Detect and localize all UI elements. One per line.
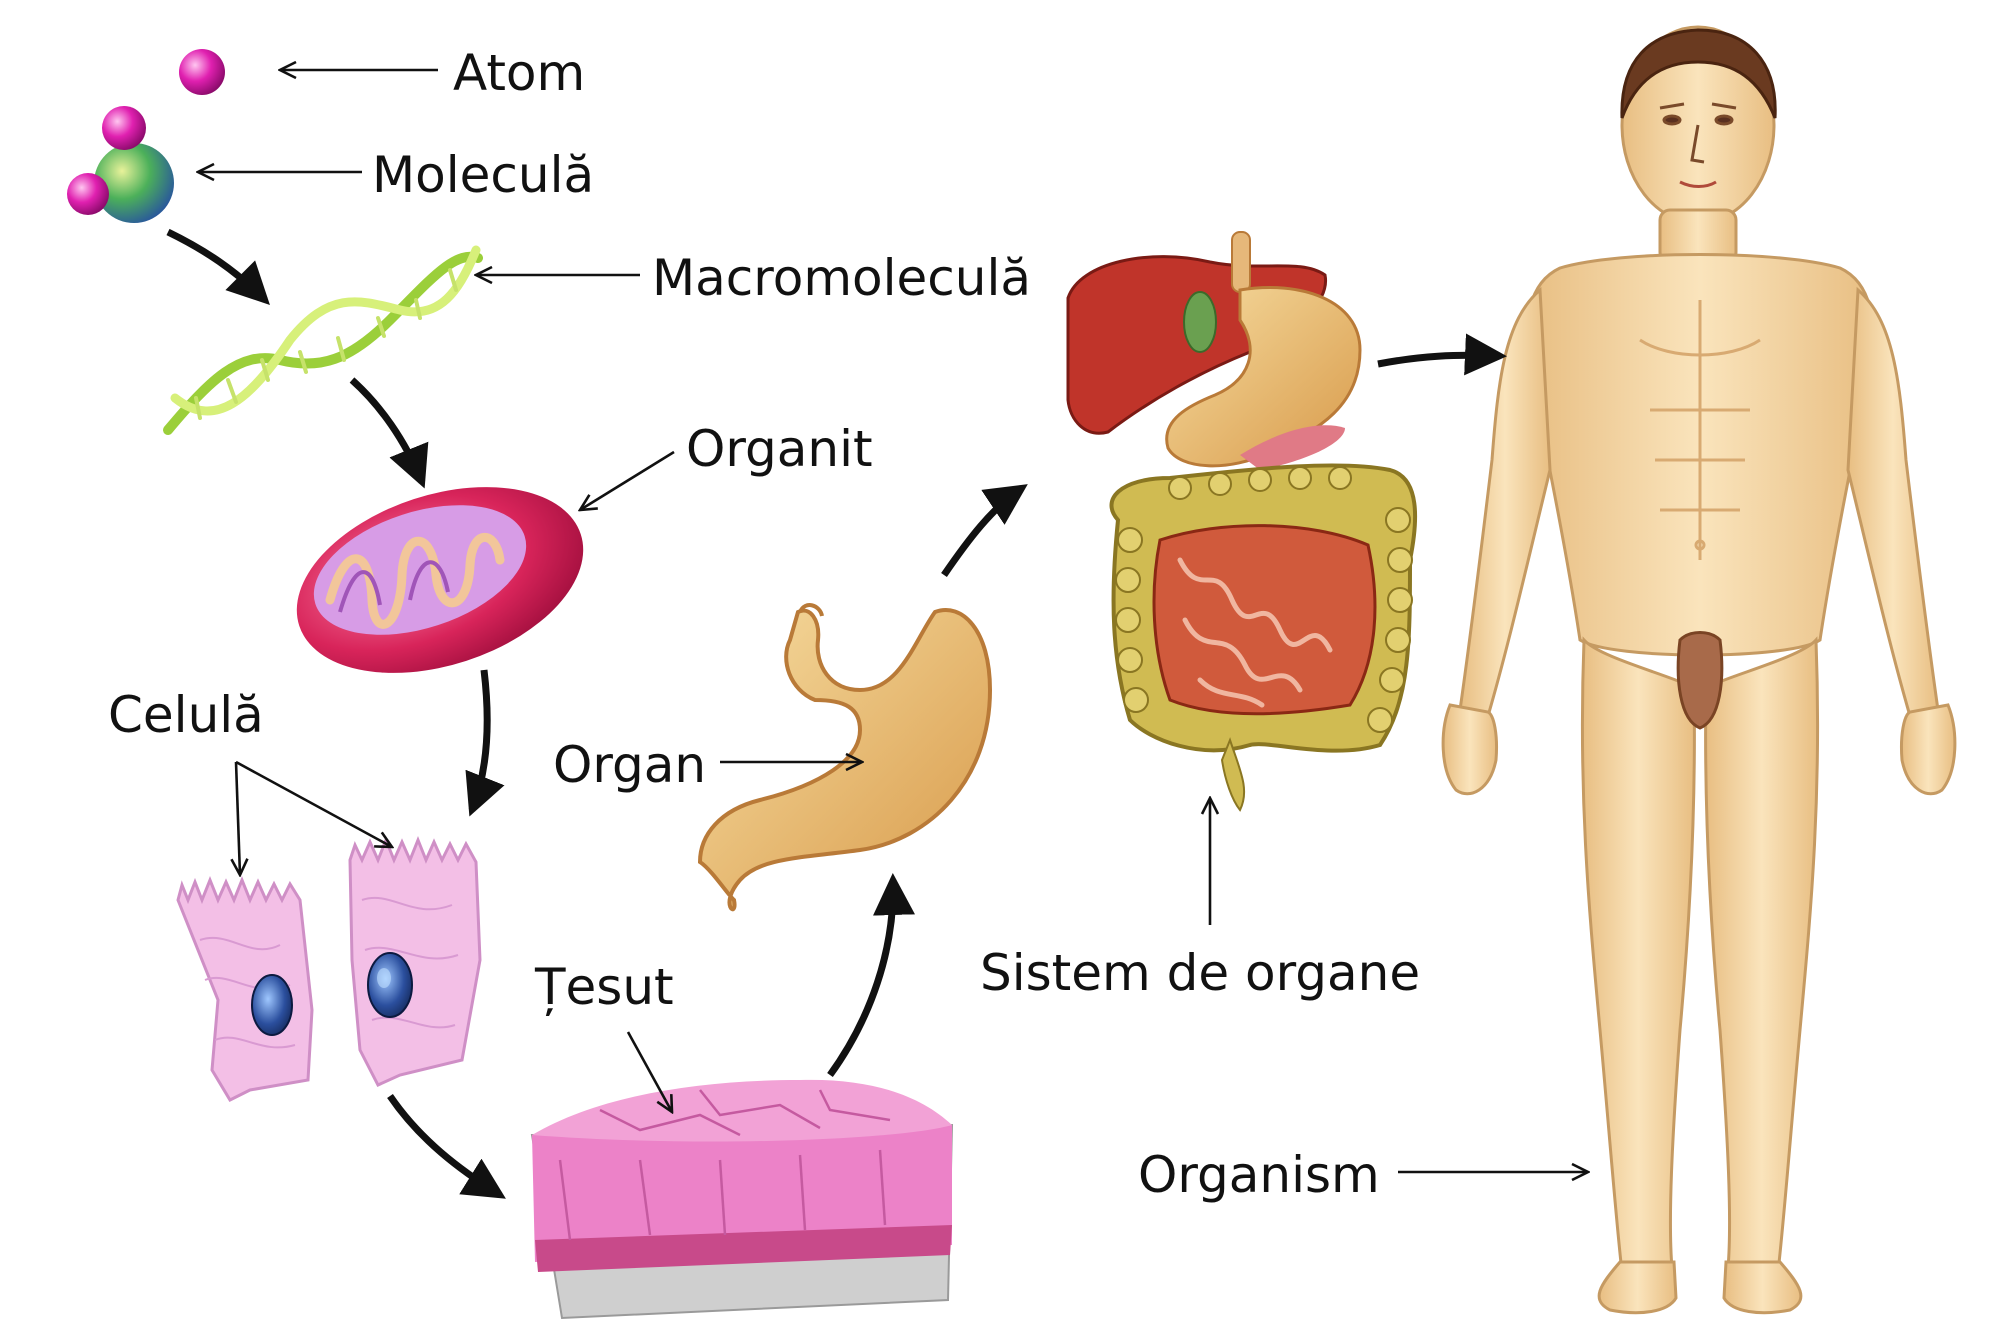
pointer-celula-left [236, 761, 240, 875]
digestive-system-illustration [1066, 231, 1418, 812]
label-macromolecula: Macromoleculă [652, 249, 1031, 307]
human-body-details [1639, 300, 1761, 560]
flow-arrows [166, 228, 1507, 1199]
label-sistem: Sistem de organe [980, 944, 1420, 1002]
label-atom: Atom [453, 44, 585, 102]
human-face [1659, 102, 1737, 188]
pointer-tesut [626, 1031, 672, 1112]
flow-stomach-to-system [941, 484, 1028, 577]
label-organit: Organit [686, 420, 873, 478]
label-molecula: Moleculă [372, 146, 594, 204]
flow-molecule-to-dna [166, 228, 270, 305]
flow-tissue-to-stomach [827, 873, 915, 1078]
molecule-illustration [67, 106, 174, 223]
cell-left [176, 875, 314, 1102]
cells-illustration [176, 835, 482, 1102]
stomach-organ-illustration [697, 603, 993, 912]
label-organ: Organ [553, 736, 706, 794]
human-body-illustration [1441, 25, 1957, 1315]
flow-mitochondrion-to-cells [465, 669, 505, 817]
label-celula: Celulă [108, 686, 264, 744]
flow-system-to-organism [1377, 333, 1507, 376]
cell-right [348, 835, 482, 1087]
label-tesut: Țesut [534, 958, 674, 1016]
flow-dna-to-mitochondrion [349, 377, 429, 489]
tissue-illustration [530, 1079, 954, 1320]
labels: Atom Moleculă Macromoleculă Organit Celu… [108, 44, 1420, 1204]
pointer-celula-right [235, 760, 392, 847]
flow-cells-to-tissue [387, 1094, 506, 1199]
mitochondrion-illustration [296, 487, 584, 673]
label-pointer-arrows [198, 70, 1588, 1172]
dna-helix-illustration [163, 245, 483, 435]
pointer-organit [580, 450, 675, 510]
atom-illustration [179, 49, 225, 95]
label-organism: Organism [1138, 1146, 1380, 1204]
